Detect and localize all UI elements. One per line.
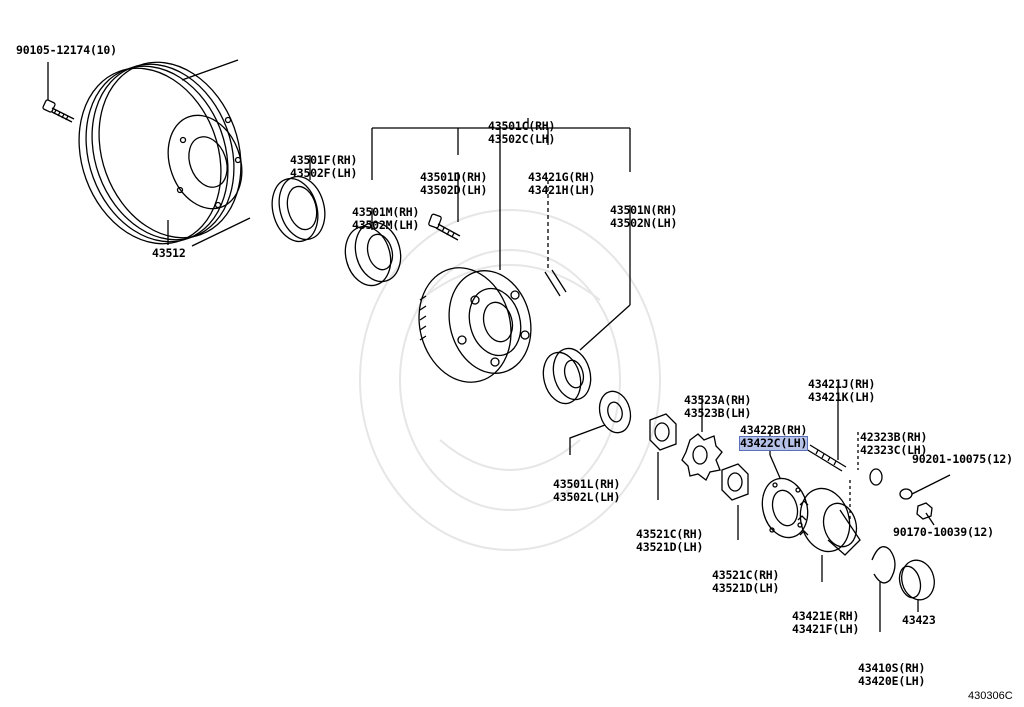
label-nut-1: 43521C(RH)43521D(LH) (636, 527, 704, 554)
label-washer: 43501L(RH)43502L(LH) (553, 477, 621, 504)
label-bolt-90105: 90105-12174(10) (16, 43, 117, 57)
inner-bearing (344, 208, 402, 287)
nut-1 (649, 413, 677, 500)
label-hub-assembly: 43501C(RH)43502C(LH) (488, 119, 556, 146)
label-hub-cap: 43423 (902, 613, 936, 627)
nut-90170 (916, 502, 935, 526)
label-inner-bearing: 43501M(RH)43502M(LH) (352, 205, 420, 232)
label-disc-43512: 43512 (152, 246, 186, 260)
lock-washer (681, 396, 723, 481)
drive-flange (797, 487, 861, 582)
diagram-ref-code: 430306C (968, 690, 1013, 702)
pin (544, 180, 567, 297)
label-oil-seal: 43501F(RH)43502F(LH) (290, 153, 358, 180)
oil-seal (271, 155, 326, 243)
label-stud: 43421J(RH)43421K(LH) (808, 377, 876, 404)
label-lock-washer: 43523A(RH)43523B(LH) (684, 393, 752, 420)
stud (805, 382, 847, 472)
label-outer-bearing: 43501N(RH)43502N(LH) (610, 203, 678, 230)
washer (569, 390, 632, 455)
hub-assembly (418, 128, 532, 383)
leader-lines (371, 118, 631, 180)
snap-ring (871, 546, 896, 632)
highlighted-part-43422c: 43422C(LH) (738, 436, 809, 451)
label-nut-90170: 90170-10039(12) (893, 525, 994, 539)
hub-bolt (428, 172, 461, 241)
hub-cap (898, 559, 935, 612)
label-snap-ring: 43410S(RH)43420E(LH) (858, 661, 926, 688)
label-pin: 43421G(RH)43421H(LH) (528, 170, 596, 197)
label-nut-2: 43521C(RH)43521D(LH) (712, 568, 780, 595)
label-cone-washer: 42323B(RH)42323C(LH) (860, 430, 928, 457)
label-washer-90201: 90201-10075(12) (912, 452, 1013, 466)
nut-2 (721, 463, 749, 540)
brake-disc-43512 (78, 59, 251, 247)
outer-bearing (542, 205, 631, 405)
watermark (359, 209, 661, 551)
label-drive-flange: 43421E(RH)43421F(LH) (792, 609, 860, 636)
label-hub-bolt: 43501D(RH)43502D(LH) (420, 170, 488, 197)
label-gasket: 43422B(RH)43422C(LH) (738, 423, 809, 451)
cone-washer (849, 432, 883, 520)
washer-90201 (899, 474, 951, 500)
bolt-90105 (42, 62, 75, 123)
